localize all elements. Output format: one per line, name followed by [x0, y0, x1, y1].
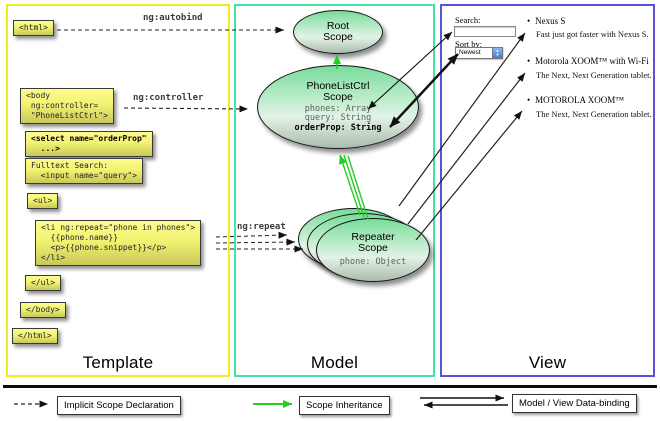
code-line: <select name="orderProp" — [31, 134, 147, 143]
code-line: <body — [26, 91, 51, 100]
sort-dropdown[interactable]: Newest — [455, 47, 503, 59]
model-column: Model — [234, 4, 435, 377]
legend-separator — [3, 385, 657, 388]
code-box-html-close: </html> — [12, 328, 58, 344]
search-label: Search: — [455, 15, 481, 25]
legend-data-binding-label: Model / View Data-binding — [512, 394, 637, 413]
phone-item-title: Nexus S — [527, 16, 565, 26]
sort-dropdown-value: Newest — [459, 49, 481, 56]
search-input[interactable] — [454, 26, 516, 37]
code-line: </html> — [18, 331, 52, 340]
model-column-label: Model — [310, 353, 359, 372]
code-box-select: <select name="orderProp" ...> — [25, 131, 153, 157]
code-line: </ul> — [31, 278, 56, 287]
code-box-body-open: <body ng:controller= "PhoneListCtrl"> — [20, 88, 114, 124]
code-line: </body> — [26, 305, 60, 314]
ng-controller-label: ng:controller — [133, 93, 204, 103]
template-column-label: Template — [82, 353, 154, 372]
code-box-ul-close: </ul> — [25, 275, 62, 291]
phone-item-title: Motorola XOOM™ with Wi-Fi — [527, 56, 649, 66]
phone-item-desc: The Next, Next Generation tablet. — [536, 109, 652, 119]
legend-implicit-scope-label: Implicit Scope Declaration — [57, 396, 181, 415]
code-box-fulltext-search: Fulltext Search: <input name="query"> — [25, 158, 143, 184]
code-line: <li ng:repeat="phone in phones"> — [41, 223, 196, 232]
phonelistctrl-scope-ellipse: PhoneListCtrl Scope phones: Array query:… — [257, 65, 419, 149]
phone-item-desc: The Next, Next Generation tablet. — [536, 70, 652, 80]
code-line: {{phone.name}} — [41, 233, 119, 242]
repeater-scope-subtitle: Scope — [358, 242, 388, 255]
dropdown-stepper-icon — [492, 48, 502, 58]
root-scope-ellipse: Root Scope — [293, 10, 383, 54]
code-line: <p>{{phone.snippet}}</p> — [41, 243, 167, 252]
root-scope-title: Root — [326, 20, 350, 32]
code-box-ul-open: <ul> — [27, 193, 59, 209]
scope-prop-phone: phone: Object — [339, 257, 407, 268]
legend-scope-inheritance-label: Scope Inheritance — [299, 396, 390, 415]
code-line: Fulltext Search: — [31, 161, 109, 170]
code-box-li-repeat: <li ng:repeat="phone in phones"> {{phone… — [35, 220, 202, 266]
code-line: ...> — [31, 144, 60, 153]
phonelistctrl-scope-title: PhoneListCtrl — [306, 79, 370, 92]
code-line: ng:controller= — [26, 101, 99, 110]
code-box-html-open: <html> — [13, 20, 54, 36]
repeater-scope-title: Repeater — [351, 231, 395, 244]
ng-repeat-label: ng:repeat — [237, 222, 286, 232]
scope-prop-query: query: String — [304, 113, 372, 124]
code-line: <ul> — [33, 196, 53, 205]
phone-item-title: MOTOROLA XOOM™ — [527, 95, 624, 105]
code-line: </li> — [41, 253, 66, 262]
root-scope-subtitle: Scope — [323, 31, 353, 43]
repeater-scope-ellipse-front: Repeater Scope phone: Object — [316, 218, 430, 282]
scope-prop-orderprop: orderProp: String — [294, 122, 382, 133]
phonelistctrl-scope-subtitle: Scope — [323, 90, 353, 103]
template-column: Template — [6, 4, 230, 377]
code-line: "PhoneListCtrl"> — [26, 111, 108, 120]
code-line: <html> — [19, 23, 48, 32]
ng-autobind-label: ng:autobind — [143, 13, 203, 23]
view-column-label: View — [528, 353, 567, 372]
phone-item-desc: Fast just got faster with Nexus S. — [536, 29, 649, 39]
scope-prop-phones: phones: Array — [304, 103, 372, 114]
code-box-body-close: </body> — [20, 302, 66, 318]
code-line: <input name="query"> — [31, 171, 137, 180]
